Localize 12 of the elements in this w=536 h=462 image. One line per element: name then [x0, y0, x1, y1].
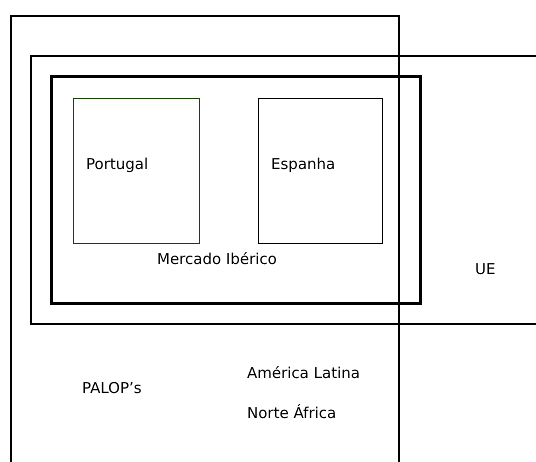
region-label: América Latina [247, 364, 360, 382]
region-label: UE [475, 260, 496, 278]
market-box [50, 75, 422, 305]
country-box [258, 98, 383, 244]
region-label: PALOP’s [82, 379, 142, 397]
region-label: Espanha [271, 155, 336, 173]
region-label: Portugal [86, 155, 148, 173]
region-box [10, 15, 400, 462]
region-label: Norte África [247, 404, 336, 422]
country-box [73, 98, 200, 244]
region-box [30, 55, 536, 325]
region-label: Mercado Ibérico [157, 250, 277, 268]
